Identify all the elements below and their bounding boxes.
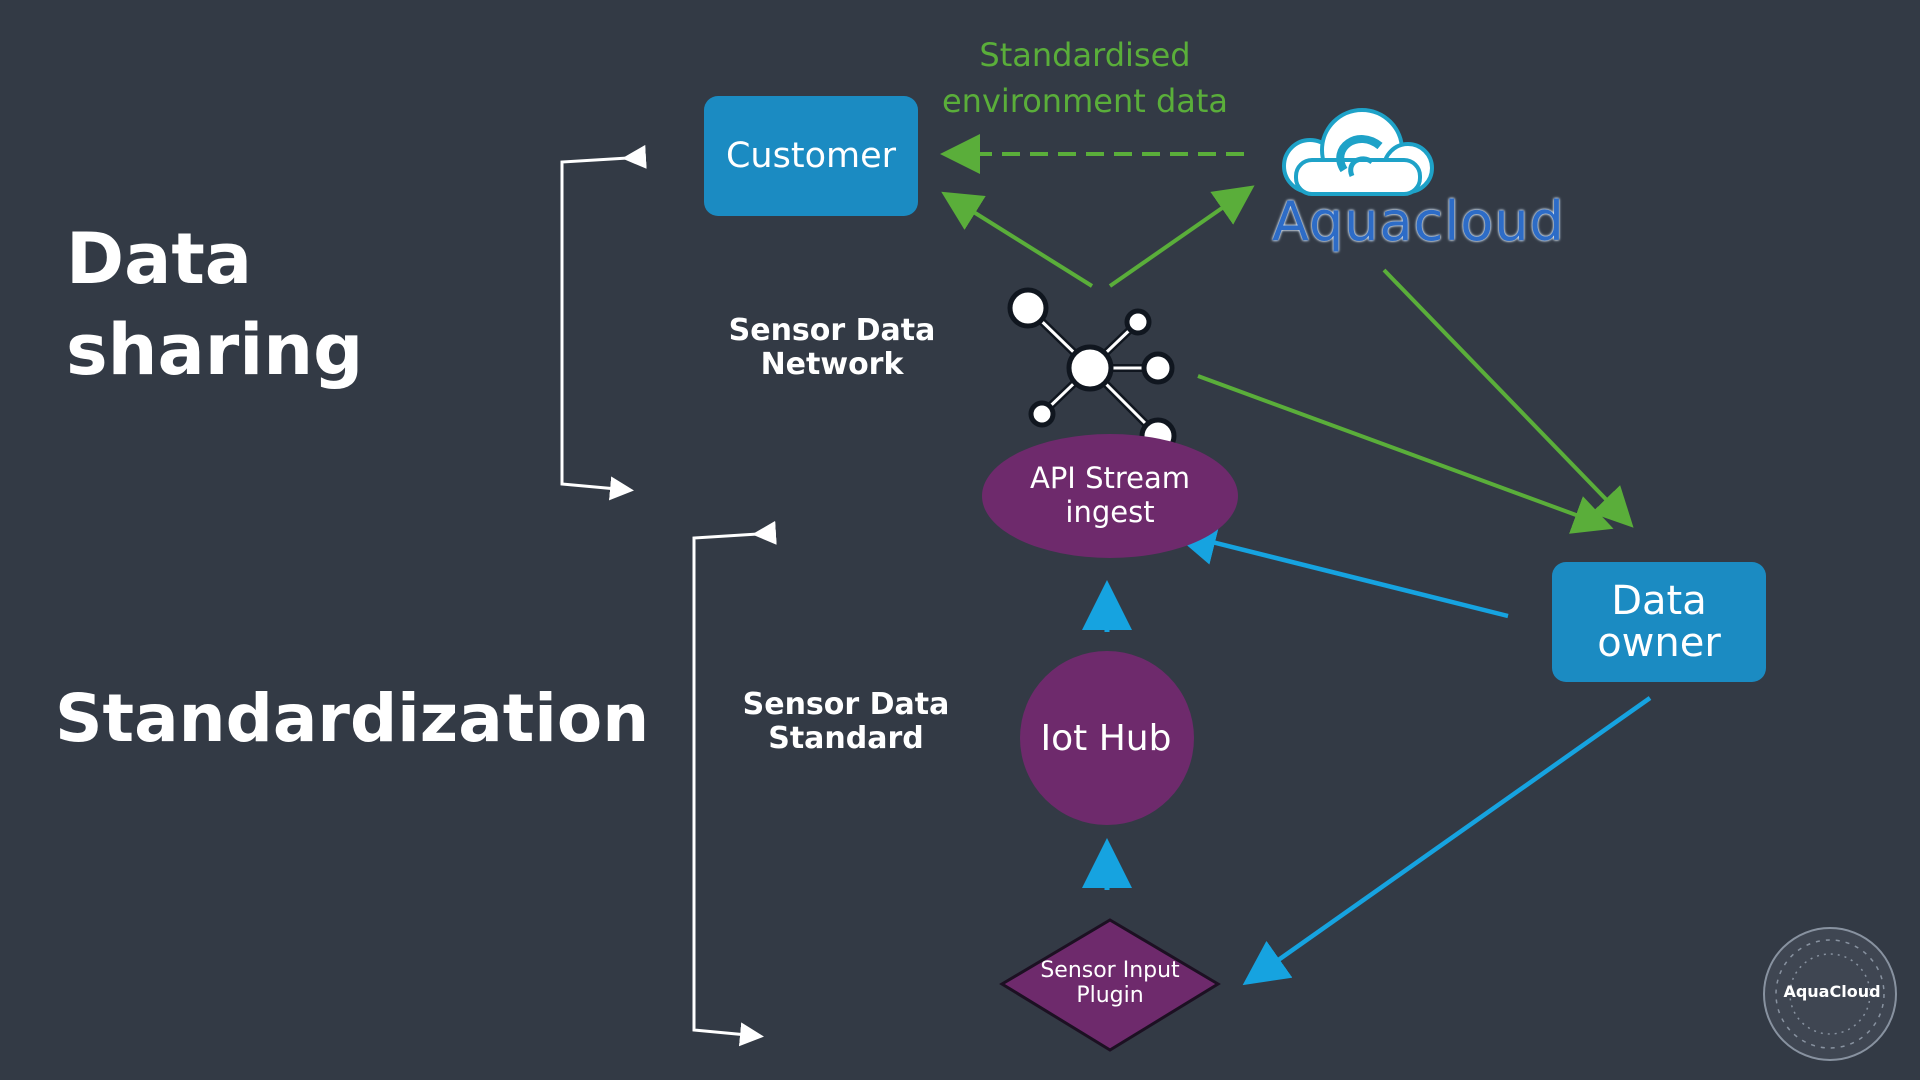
arrow-network-to-data-owner [1197,374,1614,534]
seal-label: AquaCloud [1783,982,1881,1001]
arrow-network-to-aquacloud [1108,185,1255,288]
aquacloud-wordmark: Aquacloud [1272,190,1565,253]
iot-hub-node [1020,651,1194,825]
section-title-standardization: Standardization [55,680,650,757]
data-sharing-bracket [560,144,647,501]
aquacloud-seal-logo [1763,927,1897,1061]
standardization-bracket [692,520,777,1047]
arrow-network-to-customer [941,191,1094,288]
arrow-aquacloud-to-data-owner [1382,268,1634,528]
sensor-input-plugin-label: Sensor Input Plugin [1040,958,1180,1008]
aquacloud-cloud-icon [1282,108,1434,196]
customer-box: Customer [704,96,918,216]
api-stream-ingest-node [982,434,1238,558]
layer-label-standard: Sensor Data Standard [742,687,950,756]
arrow-data-owner-to-api [1171,520,1509,619]
section-title-data-sharing: Data sharing [66,218,364,391]
data-owner-box: Data owner [1552,562,1766,682]
standardised-environment-data-label: Standardised environment data [941,36,1229,120]
api-stream-ingest-label: API Stream ingest [1029,461,1191,529]
arrow-data-owner-to-plugin [1242,696,1652,986]
network-icon [1007,287,1177,455]
layer-label-network: Sensor Data Network [728,313,936,382]
sensor-input-plugin-node [999,918,1221,1052]
iot-hub-label: Iot Hub [1040,717,1172,759]
